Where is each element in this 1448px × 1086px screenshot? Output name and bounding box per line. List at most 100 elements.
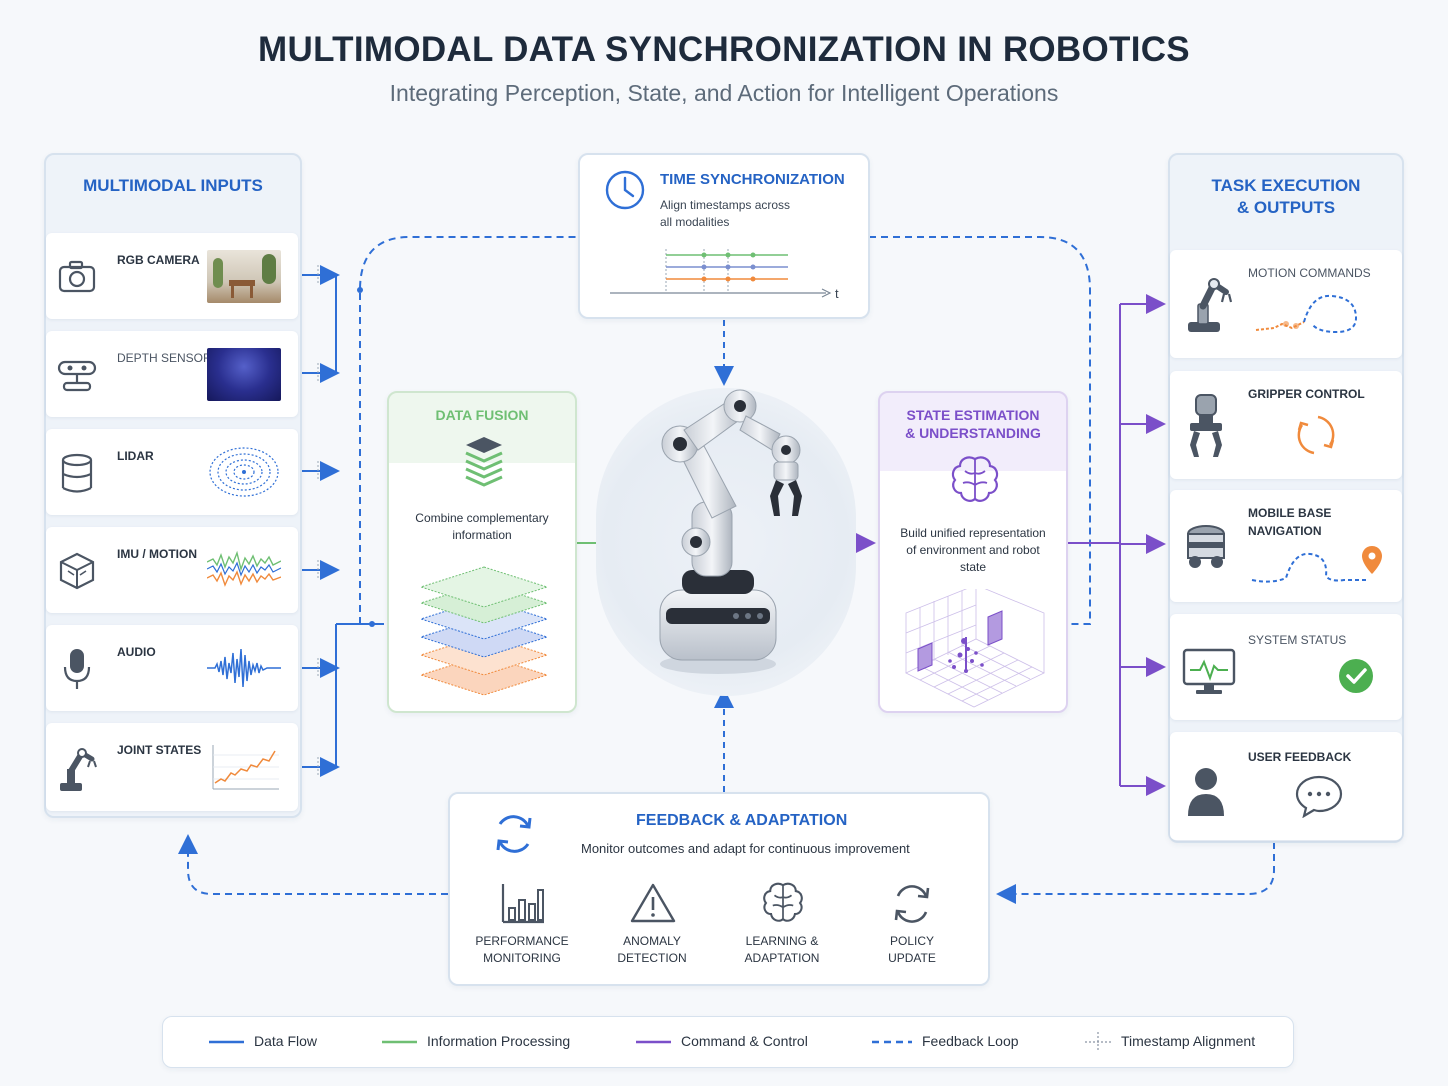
input-label: DEPTH SENSOR [117,351,212,365]
feedback-item-label-line1: ANOMALY [623,934,681,948]
state-desc-line3: state [959,560,986,574]
feedback-item-label-line2: DETECTION [617,951,687,965]
feedback-item-label-line1: PERFORMANCE [475,934,569,948]
feedback-item-label-line2: ADAPTATION [744,951,820,965]
output-label-line1: USER FEEDBACK [1248,750,1352,764]
layers-stack-icon [465,437,503,487]
legend-label-information-processing: Information Processing [427,1033,571,1049]
output-label-line1: MOBILE BASE [1248,506,1332,520]
output-card-gripper-control[interactable]: GRIPPER CONTROL [1170,371,1402,479]
input-card-rgb-camera[interactable]: RGB CAMERA [46,233,298,319]
imu-waveform [207,550,281,587]
robot-arm-icon [1188,278,1232,332]
input-card-imu[interactable]: IMU / MOTION [46,527,298,613]
input-label: RGB CAMERA [117,253,200,267]
state-desc-line2: of environment and robot [906,543,1040,557]
output-label-line1: SYSTEM STATUS [1248,633,1347,647]
feedback-item-label-line1: POLICY [889,934,934,948]
feedback-panel: FEEDBACK & ADAPTATION Monitor outcomes a… [448,792,990,986]
brain-icon [763,882,803,922]
input-card-joint-states[interactable]: JOINT STATES [46,723,298,811]
output-card-system-status[interactable]: SYSTEM STATUS [1170,614,1402,720]
feedback-item-performance[interactable]: PERFORMANCE MONITORING [470,878,574,970]
imu-cube-icon [59,552,95,590]
brain-icon [951,456,999,502]
feedback-item-learning[interactable]: LEARNING & ADAPTATION [730,878,834,970]
data-fusion-title: DATA FUSION [435,407,529,423]
clock-icon [605,170,645,210]
time-sync-desc-line1: Align timestamps across [660,198,791,212]
input-card-lidar[interactable]: LIDAR [46,429,298,515]
output-card-motion-commands[interactable]: MOTION COMMANDS [1170,250,1402,358]
robot-arm-illustration [659,389,802,674]
page-subtitle: Integrating Perception, State, and Actio… [389,80,1059,106]
joint-states-plot [212,745,279,790]
feedback-item-anomaly[interactable]: ANOMALY DETECTION [600,878,704,970]
rotate-arrows-icon [1297,415,1335,455]
output-card-user-feedback[interactable]: USER FEEDBACK [1170,732,1402,840]
legend-swatches [209,1032,1112,1052]
time-axis-label: t [835,286,839,301]
data-fusion-desc-line2: information [452,528,512,542]
legend-label-timestamp-alignment: Timestamp Alignment [1121,1033,1256,1049]
motion-trajectory [1255,294,1358,334]
rgb-camera-thumbnail [207,250,281,303]
state-estimation-panel: STATE ESTIMATION & UNDERSTANDING Build u… [878,391,1068,713]
sync-loop-left [359,236,578,624]
output-arrows [1068,294,1166,796]
data-fusion-desc-line1: Combine complementary [415,511,549,525]
input-label: LIDAR [117,449,154,463]
navigation-path [1251,546,1382,583]
feedback-item-label-line2: UPDATE [888,951,936,965]
feedback-item-policy[interactable]: POLICY UPDATE [860,878,964,970]
data-fusion-panel: DATA FUSION Combine complementary inform… [387,391,577,713]
check-circle-icon [1339,659,1373,693]
state-title-line1: STATE ESTIMATION [906,407,1040,423]
depth-sensor-thumbnail [207,348,281,401]
microphone-icon [63,649,91,689]
legend-label-data-flow: Data Flow [254,1033,318,1049]
state-3d-grid [905,589,1045,708]
input-card-audio[interactable]: AUDIO [46,625,298,711]
fused-layers-graphic [419,566,549,696]
refresh-icon [894,885,930,923]
sync-cycle-icon [496,815,532,853]
bar-chart-icon [501,884,544,924]
outputs-title-line2: & OUTPUTS [1236,198,1336,217]
user-icon [1188,768,1224,816]
sync-loop-right [869,236,1091,625]
gripper-icon [1190,394,1222,457]
time-sync-title: TIME SYNCHRONIZATION [660,171,845,188]
warning-icon [630,883,676,923]
state-desc-line1: Build unified representation [900,526,1046,540]
mobile-base-icon [1187,525,1225,568]
input-card-depth-sensor[interactable]: DEPTH SENSOR [46,331,298,417]
feedback-item-label-line2: MONITORING [483,951,561,965]
output-card-mobile-base[interactable]: MOBILE BASE NAVIGATION [1170,490,1402,602]
feedback-loop-left [178,834,448,895]
inputs-title: MULTIMODAL INPUTS [83,176,263,195]
outputs-title-line1: TASK EXECUTION [1211,176,1361,195]
robot-arm-icon [60,748,97,791]
output-label-line1: GRIPPER CONTROL [1248,387,1365,401]
page-title: MULTIMODAL DATA SYNCHRONIZATION IN ROBOT… [258,30,1190,69]
timestamp-timeline [610,249,832,298]
chat-bubble-icon [1295,775,1343,818]
input-arrows [300,265,384,777]
feedback-description: Monitor outcomes and adapt for continuou… [581,841,910,856]
input-label: JOINT STATES [117,743,202,757]
time-sync-desc-line2: all modalities [660,215,730,229]
feedback-item-label-line1: LEARNING & [745,934,819,948]
depth-sensor-icon [57,360,97,392]
camera-icon [58,260,96,293]
state-title-line2: & UNDERSTANDING [905,425,1041,441]
time-sync-panel: TIME SYNCHRONIZATION Align timestamps ac… [578,153,870,319]
lidar-icon [61,453,93,493]
input-label: AUDIO [117,645,156,659]
lidar-thumbnail [209,447,279,497]
legend-label-feedback-loop: Feedback Loop [922,1033,1019,1049]
audio-waveform [207,648,281,688]
output-label-line2: NAVIGATION [1248,524,1322,538]
input-label: IMU / MOTION [117,547,197,561]
